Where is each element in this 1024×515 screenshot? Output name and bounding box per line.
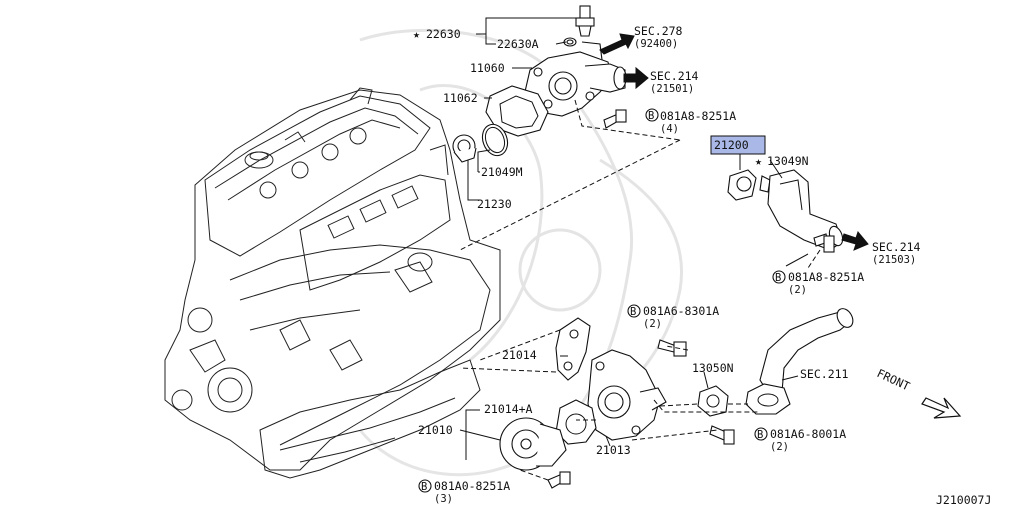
- front-label: FRONT: [875, 366, 912, 393]
- label-bolt-b2[interactable]: 081A8-8251A: [788, 270, 864, 284]
- label-bolt-b1[interactable]: 081A8-8251A: [660, 109, 736, 123]
- label-sec214-right-sub: (21503): [872, 254, 916, 266]
- bolt-b2-icon: [772, 270, 786, 284]
- water-outlet-housing: [452, 5, 681, 251]
- label-bolt-b5-qty: (3): [434, 493, 453, 505]
- arrow-sec278: [599, 33, 635, 55]
- label-22630[interactable]: 22630: [426, 27, 461, 41]
- label-11060[interactable]: 11060: [470, 61, 505, 75]
- bolt-b3-glyph: B: [630, 306, 636, 318]
- water-pump-group: [459, 308, 854, 489]
- label-sec214-top-sub: (21501): [650, 83, 694, 95]
- engine-assembly: [164, 87, 501, 479]
- star-icon: ★: [413, 27, 420, 41]
- label-21230[interactable]: 21230: [477, 197, 512, 211]
- label-sec214-top[interactable]: SEC.214: [650, 69, 699, 83]
- label-bolt-b4-qty: (2): [770, 441, 789, 453]
- label-bolt-b5[interactable]: 081A0-8251A: [434, 479, 510, 493]
- label-22630A[interactable]: 22630A: [497, 37, 539, 51]
- bolt-b3-icon: [627, 304, 641, 318]
- label-bolt-b4[interactable]: 081A6-8001A: [770, 427, 846, 441]
- label-bolt-b2-qty: (2): [788, 284, 807, 296]
- bolt-b1-glyph: B: [648, 110, 654, 122]
- part-21200-highlight[interactable]: [710, 135, 766, 155]
- thermostat-group: [727, 169, 844, 269]
- arrow-sec214-top: [623, 66, 649, 90]
- label-bolt-b3[interactable]: 081A6-8301A: [643, 304, 719, 318]
- label-21014A[interactable]: 21014+A: [484, 402, 533, 416]
- label-21010[interactable]: 21010: [418, 423, 453, 437]
- label-bolt-b1-qty: (4): [660, 123, 679, 135]
- label-sec214-right[interactable]: SEC.214: [872, 240, 921, 254]
- label-11062[interactable]: 11062: [443, 91, 478, 105]
- label-21013[interactable]: 21013: [596, 443, 631, 457]
- bolt-b4-glyph: B: [757, 429, 763, 441]
- label-sec278[interactable]: SEC.278: [634, 24, 683, 38]
- bolt-b1-icon: [645, 108, 659, 122]
- label-21014[interactable]: 21014: [502, 348, 537, 362]
- label-21049M[interactable]: 21049M: [481, 165, 523, 179]
- label-13049N[interactable]: 13049N: [767, 154, 809, 168]
- diagram-code: J210007J: [936, 493, 991, 507]
- label-sec211[interactable]: SEC.211: [800, 367, 849, 381]
- star-icon-2: ★: [755, 154, 762, 168]
- label-bolt-b3-qty: (2): [643, 318, 662, 330]
- front-arrow-icon: [921, 397, 962, 419]
- bolt-b2-glyph: B: [775, 272, 781, 284]
- leader-lines: [459, 17, 809, 460]
- watermark-emblem: [358, 28, 683, 477]
- bolt-b5-icon: [418, 479, 432, 493]
- label-21200[interactable]: 21200: [714, 138, 749, 152]
- arrow-sec214-right: [841, 230, 869, 251]
- label-13050N[interactable]: 13050N: [692, 361, 734, 375]
- bolt-b4-icon: [754, 427, 768, 441]
- label-sec278-sub: (92400): [634, 38, 678, 50]
- bolt-b5-glyph: B: [421, 481, 427, 493]
